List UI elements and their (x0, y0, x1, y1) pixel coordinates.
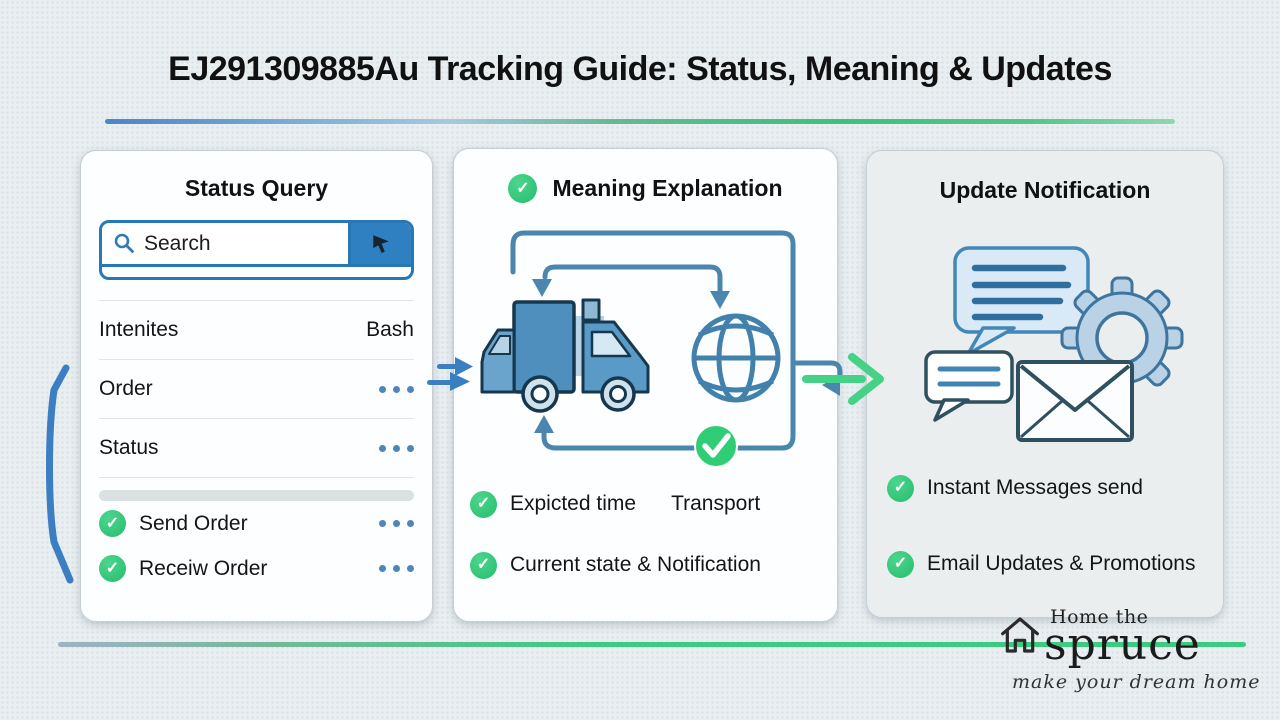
brand-logo: Home the spruce make your dream home (1000, 606, 1261, 694)
update-notification-card: Update Notification Instant Messages sen… (866, 150, 1224, 618)
check-icon (887, 550, 914, 578)
logo-brand-name: spruce (1044, 619, 1201, 670)
meaning-explanation-card: Meaning Explanation Expicted time Transp… (453, 148, 838, 622)
meaning-item-label-secondary: Transport (671, 492, 761, 515)
checked-list-item: Receiw Order (99, 546, 414, 591)
list-item: Order (99, 359, 414, 418)
checked-item-label: Receiw Order (139, 556, 268, 580)
check-icon (470, 551, 497, 579)
bottom-gradient-divider (58, 642, 1246, 647)
page-title: EJ291309885Au Tracking Guide: Status, Me… (168, 50, 1112, 88)
ellipsis-icon[interactable] (379, 520, 414, 527)
meaning-item: Expicted time Transport (470, 487, 760, 521)
list-item-value: Bash (366, 318, 414, 341)
list-item-label: Status (99, 436, 159, 459)
update-item: Email Updates & Promotions (887, 547, 1195, 581)
update-notification-title: Update Notification (939, 177, 1151, 203)
search-input[interactable]: Search (102, 223, 348, 264)
ellipsis-icon[interactable] (379, 565, 414, 572)
checked-list-item: Send Order (99, 501, 414, 546)
check-icon (508, 174, 538, 203)
status-list: Intenites Bash Order Status (99, 300, 414, 478)
search-placeholder: Search (144, 231, 211, 255)
check-icon (887, 474, 914, 502)
meaning-explanation-title: Meaning Explanation (552, 175, 783, 201)
meaning-item-label: Expicted time (510, 492, 637, 515)
check-icon (99, 510, 126, 537)
search-button[interactable] (348, 223, 411, 264)
scrollbar-track (99, 490, 414, 501)
search-box: Search (99, 220, 414, 280)
status-query-title: Status Query (184, 175, 329, 201)
ellipsis-icon[interactable] (379, 444, 414, 452)
left-bracket (46, 364, 74, 584)
logo-prefix: Home the (1050, 606, 1149, 628)
logo-tagline: make your dream home (1012, 671, 1261, 694)
checked-item-label: Send Order (139, 511, 248, 535)
status-query-card: Status Query Search Inten (80, 150, 433, 622)
update-item-label: Instant Messages send (927, 476, 1143, 499)
meaning-item-label: Current state & Notification (510, 553, 761, 576)
list-item-label: Order (99, 377, 153, 400)
ellipsis-icon[interactable] (379, 385, 414, 393)
check-icon (99, 555, 126, 582)
house-icon (1001, 617, 1039, 653)
list-item: Status (99, 418, 414, 478)
top-gradient-divider (105, 119, 1175, 124)
cursor-icon (373, 234, 389, 253)
meaning-item: Current state & Notification (470, 548, 761, 582)
search-icon (114, 233, 134, 253)
check-icon (470, 490, 497, 518)
update-item: Instant Messages send (887, 471, 1143, 505)
list-item: Intenites Bash (99, 300, 414, 359)
update-item-label: Email Updates & Promotions (927, 552, 1196, 575)
list-item-label: Intenites (99, 318, 179, 341)
